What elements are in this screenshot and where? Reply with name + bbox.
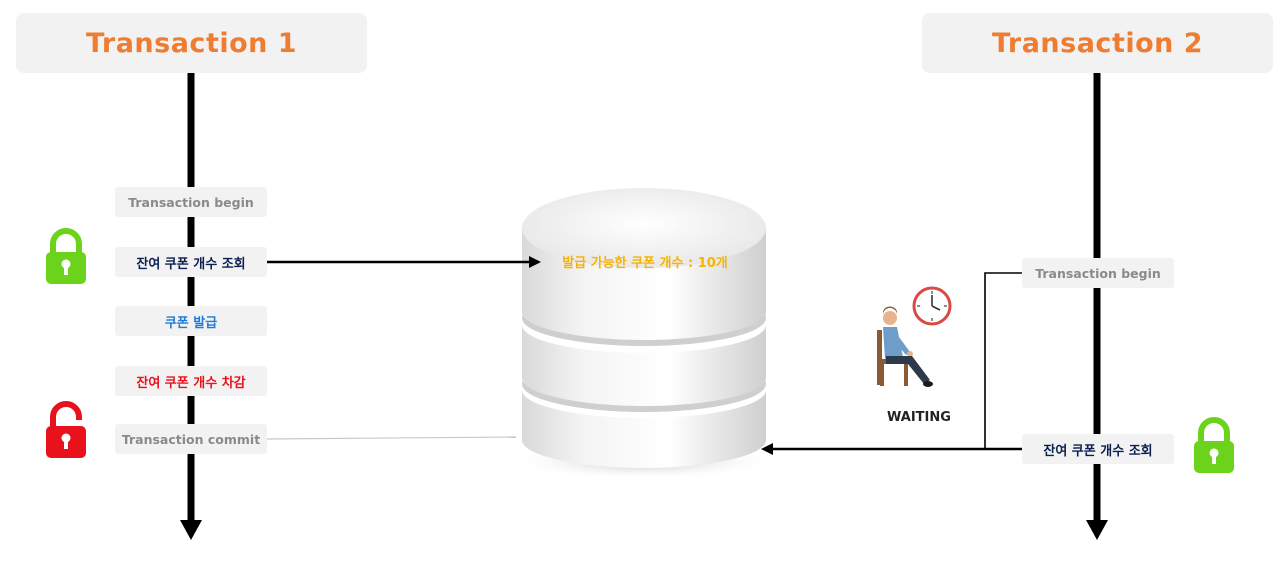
timeline-1-arrowhead [180, 520, 202, 540]
t2-select-step: 잔여 쿠폰 개수 조회 [1022, 434, 1174, 464]
lock-closed-icon-t1 [46, 228, 86, 284]
transaction-1-header: Transaction 1 [16, 13, 367, 73]
transaction-2-header: Transaction 2 [922, 13, 1273, 73]
transaction-1-title: Transaction 1 [85, 27, 298, 59]
t1-select-step: 잔여 쿠폰 개수 조회 [115, 247, 267, 277]
lock-open-icon-t1 [46, 401, 86, 458]
t1-issue-step: 쿠폰 발급 [115, 306, 267, 336]
waiting-person-icon [877, 306, 933, 387]
transaction-2-title: Transaction 2 [991, 27, 1204, 59]
waiting-label: WAITING [887, 410, 951, 425]
clock-icon [912, 286, 952, 326]
database-icon [522, 188, 766, 468]
t1-decrement-step: 잔여 쿠폰 개수 차감 [115, 366, 267, 396]
commit-line [265, 436, 517, 440]
t1-commit-step: Transaction commit [115, 424, 267, 454]
t1-begin-step: Transaction begin [115, 187, 267, 217]
t2-begin-step: Transaction begin [1022, 258, 1174, 288]
arrow-t2-to-db-head [761, 443, 773, 455]
arrow-t1-to-db-head [529, 256, 541, 268]
arrow-t2-to-db [984, 272, 1022, 450]
database-label: 발급 가능한 쿠폰 개수 : 10개 [562, 256, 728, 271]
lock-closed-icon-t2 [1194, 417, 1234, 473]
timeline-2-arrowhead [1086, 520, 1108, 540]
